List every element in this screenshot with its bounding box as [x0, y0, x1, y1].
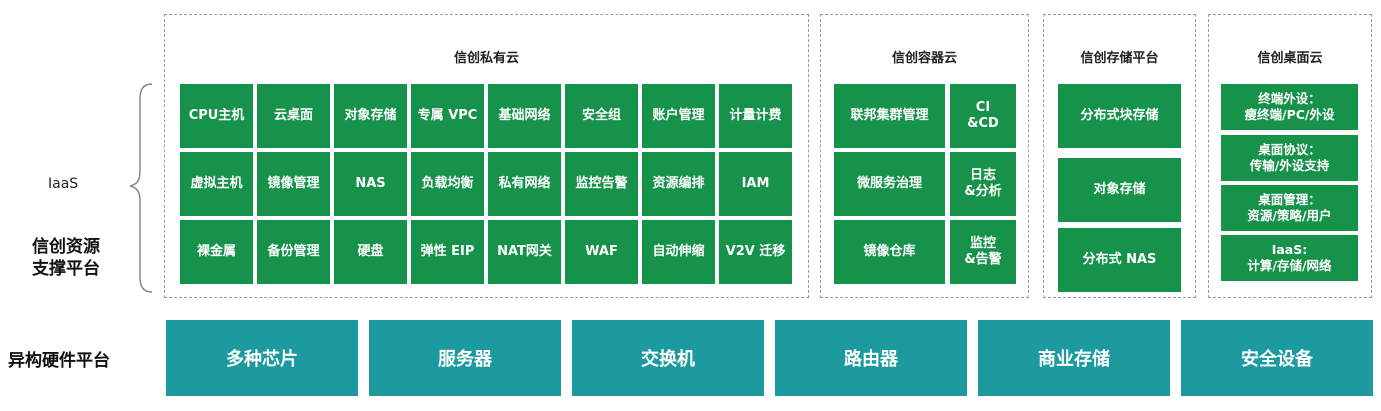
container-cloud-tile: CI &CD: [950, 84, 1016, 148]
container-cloud-tile: 联邦集群管理: [834, 84, 945, 148]
private-cloud-tile: V2V 迁移: [719, 220, 792, 284]
private-cloud-tile: IAM: [719, 152, 792, 216]
private-cloud-tile: 对象存储: [334, 84, 407, 148]
private-cloud-tile: 镜像管理: [257, 152, 330, 216]
private-cloud-tile: 云桌面: [257, 84, 330, 148]
hardware-platform-label: 异构硬件平台: [8, 351, 110, 371]
private-cloud-tile: 负载均衡: [411, 152, 484, 216]
desktop-cloud-tile: 桌面协议： 传输/外设支持: [1221, 135, 1358, 181]
private-cloud-tile: 监控告警: [565, 152, 638, 216]
private-cloud-tile: NAS: [334, 152, 407, 216]
container-cloud-title: 信创容器云: [891, 51, 957, 66]
desktop-cloud-title: 信创桌面云: [1257, 51, 1323, 66]
hardware-tile: 多种芯片: [166, 320, 358, 396]
hardware-tile: 服务器: [369, 320, 561, 396]
storage-platform-panel: 信创存储平台: [1043, 14, 1196, 298]
desktop-cloud-tile: 终端外设： 瘦终端/PC/外设: [1221, 84, 1358, 130]
private-cloud-tile: 计量计费: [719, 84, 792, 148]
hardware-tile: 商业存储: [978, 320, 1170, 396]
private-cloud-tile: CPU主机: [180, 84, 253, 148]
private-cloud-tile: 弹性 EIP: [411, 220, 484, 284]
iaas-label: IaaS: [48, 176, 79, 192]
platform-label: 信创资源 支撑平台: [32, 237, 100, 279]
storage-platform-title: 信创存储平台: [1080, 51, 1159, 66]
private-cloud-title: 信创私有云: [453, 51, 519, 66]
private-cloud-tile: 自动伸缩: [642, 220, 715, 284]
hardware-tile: 路由器: [775, 320, 967, 396]
private-cloud-tile: 备份管理: [257, 220, 330, 284]
storage-platform-tile: 分布式 NAS: [1058, 228, 1181, 292]
private-cloud-tile: 虚拟主机: [180, 152, 253, 216]
private-cloud-tile: NAT网关: [488, 220, 561, 284]
container-cloud-tile: 日志 &分析: [950, 152, 1016, 216]
private-cloud-tile: 资源编排: [642, 152, 715, 216]
private-cloud-tile: 私有网络: [488, 152, 561, 216]
private-cloud-tile: 硬盘: [334, 220, 407, 284]
private-cloud-tile: WAF: [565, 220, 638, 284]
private-cloud-tile: 账户管理: [642, 84, 715, 148]
storage-platform-tile: 对象存储: [1058, 158, 1181, 222]
hardware-tile: 交换机: [572, 320, 764, 396]
container-cloud-tile: 监控 &告警: [950, 220, 1016, 284]
container-cloud-panel: 信创容器云: [820, 14, 1029, 298]
brace-icon: [129, 83, 153, 293]
hardware-tile: 安全设备: [1181, 320, 1373, 396]
storage-platform-tile: 分布式块存储: [1058, 84, 1181, 148]
private-cloud-tile: 安全组: [565, 84, 638, 148]
private-cloud-panel: 信创私有云: [164, 14, 809, 298]
container-cloud-tile: 微服务治理: [834, 152, 945, 216]
desktop-cloud-panel: 信创桌面云: [1208, 14, 1372, 298]
private-cloud-tile: 裸金属: [180, 220, 253, 284]
private-cloud-tile: 专属 VPC: [411, 84, 484, 148]
desktop-cloud-tile: 桌面管理： 资源/策略/用户: [1221, 185, 1358, 231]
private-cloud-tile: 基础网络: [488, 84, 561, 148]
desktop-cloud-tile: IaaS: 计算/存储/网络: [1221, 235, 1358, 281]
container-cloud-tile: 镜像仓库: [834, 220, 945, 284]
